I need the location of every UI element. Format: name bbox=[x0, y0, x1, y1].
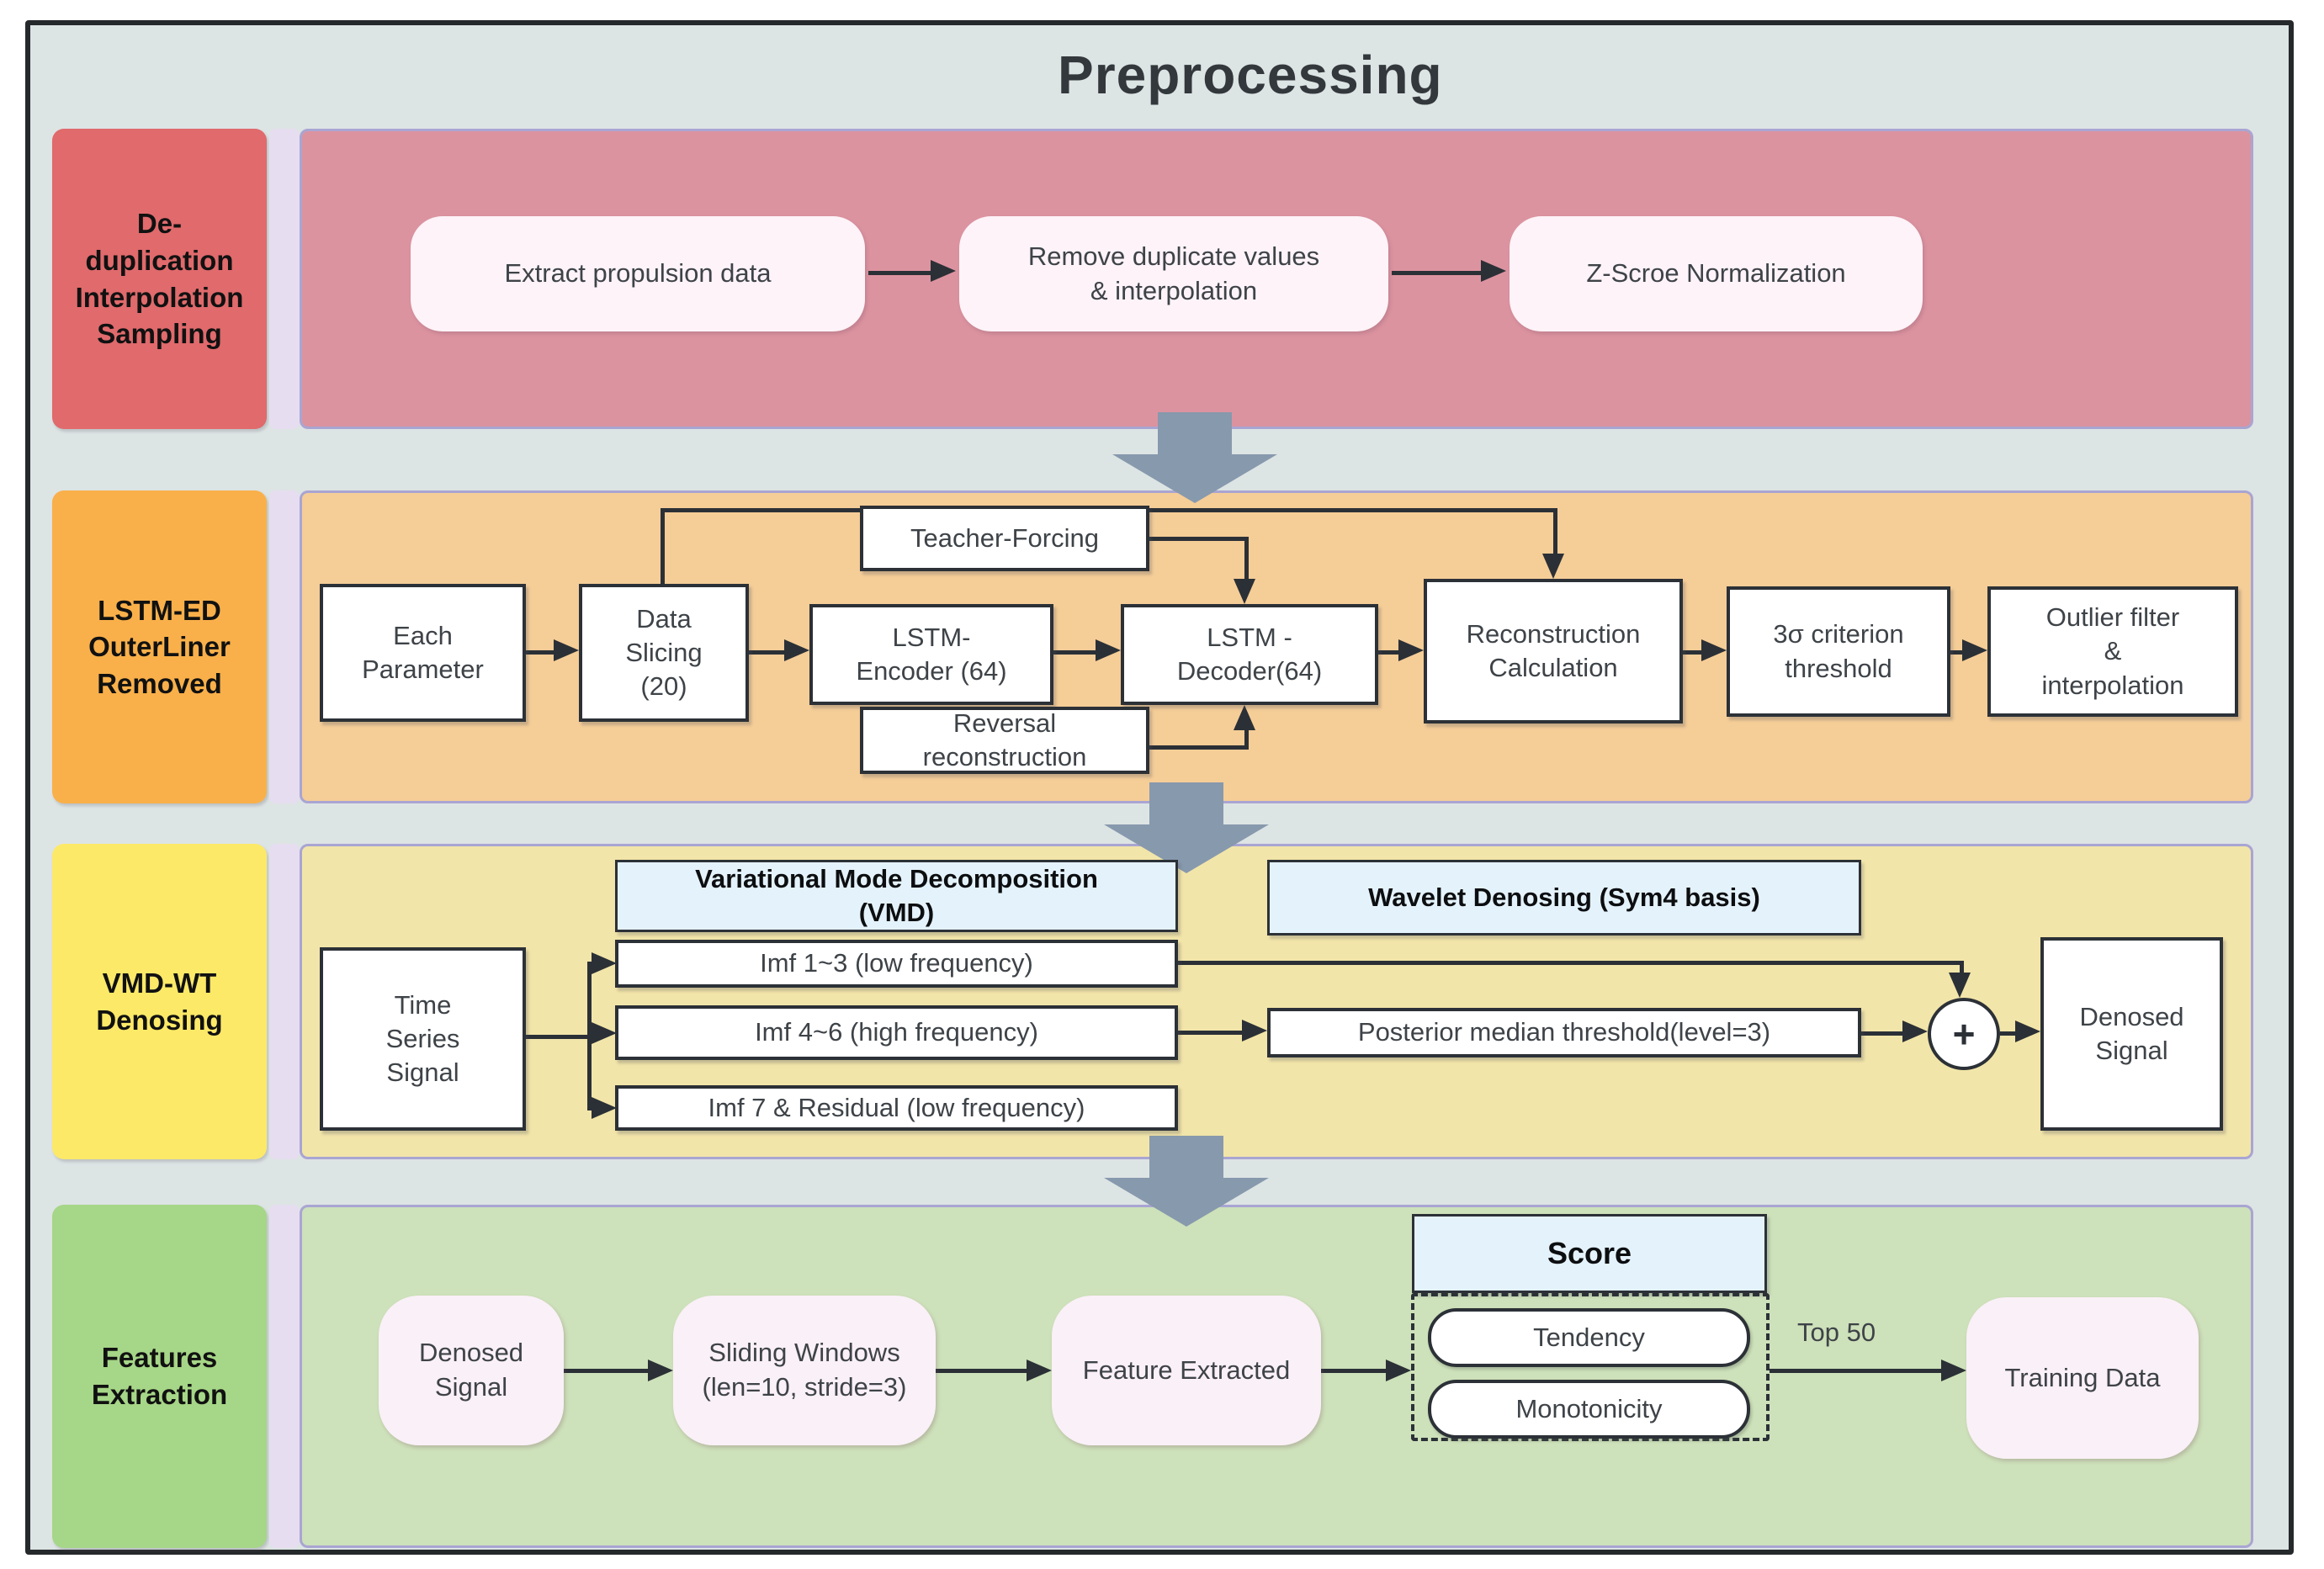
arrow-param-to-slicing-line bbox=[526, 650, 554, 655]
arrow-slicing-to-encoder-line bbox=[749, 650, 784, 655]
arrow-criterion-to-outlier-head bbox=[1962, 639, 1987, 661]
box-zscore-normalization: Z-Scroe Normalization bbox=[1510, 216, 1923, 331]
arrow-encoder-to-decoder-head bbox=[1096, 639, 1121, 661]
arrow-score-to-training-head bbox=[1941, 1360, 1966, 1381]
box-data-slicing: Data Slicing (20) bbox=[579, 584, 749, 722]
arrow-decoder-to-recon-head bbox=[1398, 639, 1424, 661]
header-vmd: Variational Mode Decomposition (VMD) bbox=[615, 860, 1178, 932]
arrow-remove-to-zscore-head bbox=[1481, 260, 1506, 282]
arrow-extract-to-remove-line bbox=[868, 271, 931, 275]
skip-line-up bbox=[661, 508, 665, 586]
box-sliding-windows: Sliding Windows (len=10, stride=3) bbox=[673, 1296, 936, 1445]
block-down-arrow-2 bbox=[1104, 782, 1269, 873]
arrow-score-to-training-line bbox=[1770, 1369, 1941, 1373]
plus-summation-node: + bbox=[1928, 998, 2000, 1070]
plus-to-denosed-line bbox=[2000, 1031, 2015, 1036]
reversal-line-h bbox=[1149, 745, 1249, 750]
dedup-strip bbox=[269, 129, 300, 429]
block-down-arrow-1 bbox=[1112, 412, 1277, 503]
arrow-recon-to-criterion-line bbox=[1683, 650, 1701, 655]
arrow-sliding-to-feature-head bbox=[1027, 1360, 1052, 1381]
score-dashed-group bbox=[1411, 1293, 1770, 1441]
imf13-to-plus-head bbox=[1949, 973, 1971, 998]
box-lstm-decoder: LSTM - Decoder(64) bbox=[1121, 604, 1378, 705]
imf13-to-plus-line-v bbox=[1960, 961, 1964, 974]
box-tendency: Tendency bbox=[1428, 1308, 1750, 1367]
box-denosed-signal-vmd: Denosed Signal bbox=[2040, 937, 2223, 1131]
branch-imf46-head bbox=[592, 1022, 617, 1044]
teacher-forcing-head bbox=[1234, 579, 1255, 604]
skip-line-head bbox=[1542, 554, 1564, 579]
row-label-deduplication: De- duplication Interpolation Sampling bbox=[52, 129, 267, 429]
vmd-strip bbox=[269, 844, 300, 1159]
box-training-data: Training Data bbox=[1966, 1297, 2199, 1459]
arrow-decoder-to-recon-line bbox=[1378, 650, 1398, 655]
block-down-arrow-3 bbox=[1104, 1136, 1269, 1227]
box-teacher-forcing: Teacher-Forcing bbox=[860, 506, 1149, 571]
box-reconstruction-calculation: Reconstruction Calculation bbox=[1424, 579, 1683, 724]
box-monotonicity: Monotonicity bbox=[1428, 1380, 1750, 1439]
posterior-to-plus-line bbox=[1861, 1031, 1902, 1036]
arrow-feature-to-score-line bbox=[1321, 1369, 1386, 1373]
box-posterior-median-threshold: Posterior median threshold(level=3) bbox=[1267, 1008, 1861, 1057]
row-label-vmd-wt: VMD-WT Denosing bbox=[52, 844, 267, 1159]
arrow-denosed-to-sliding-line bbox=[564, 1369, 648, 1373]
arrow-criterion-to-outlier-line bbox=[1950, 650, 1962, 655]
box-time-series-signal: Time Series Signal bbox=[320, 947, 526, 1131]
lstm-strip bbox=[269, 490, 300, 803]
arrow-encoder-to-decoder-line bbox=[1053, 650, 1096, 655]
arrow-recon-to-criterion-head bbox=[1701, 639, 1727, 661]
teacher-forcing-line-v bbox=[1244, 537, 1249, 579]
box-each-parameter: Each Parameter bbox=[320, 584, 526, 722]
box-imf-7-residual: Imf 7 & Residual (low frequency) bbox=[615, 1085, 1178, 1131]
arrow-denosed-to-sliding-head bbox=[648, 1360, 673, 1381]
posterior-to-plus-head bbox=[1902, 1020, 1928, 1042]
teacher-forcing-line-h bbox=[1149, 537, 1249, 541]
skip-line-down bbox=[1553, 508, 1557, 554]
branch-imf7-head bbox=[592, 1097, 617, 1119]
arrow-remove-to-zscore-line bbox=[1392, 271, 1481, 275]
header-score: Score bbox=[1412, 1214, 1767, 1293]
box-denosed-signal-features: Denosed Signal bbox=[379, 1296, 564, 1445]
imf46-to-posterior-head bbox=[1242, 1020, 1267, 1042]
box-lstm-encoder: LSTM- Encoder (64) bbox=[809, 604, 1053, 705]
branch-imf13-head bbox=[592, 952, 617, 974]
page-title: Preprocessing bbox=[1058, 45, 1443, 105]
imf13-to-plus-line-h bbox=[1178, 961, 1963, 965]
box-imf-1-3: Imf 1~3 (low frequency) bbox=[615, 940, 1178, 988]
box-criterion-threshold: 3σ criterion threshold bbox=[1727, 586, 1950, 717]
box-remove-duplicate: Remove duplicate values & interpolation bbox=[959, 216, 1388, 331]
arrow-sliding-to-feature-line bbox=[936, 1369, 1027, 1373]
arrow-param-to-slicing-head bbox=[554, 639, 579, 661]
box-feature-extracted: Feature Extracted bbox=[1052, 1296, 1321, 1445]
box-outlier-filter: Outlier filter & interpolation bbox=[1987, 586, 2238, 717]
box-imf-4-6: Imf 4~6 (high frequency) bbox=[615, 1005, 1178, 1060]
reversal-head bbox=[1234, 705, 1255, 730]
box-reversal-reconstruction: Reversal reconstruction bbox=[860, 707, 1149, 774]
imf46-to-posterior-line bbox=[1178, 1031, 1242, 1035]
arrow-extract-to-remove-head bbox=[931, 260, 956, 282]
reversal-line-v bbox=[1244, 730, 1249, 750]
timeseries-branch-v bbox=[587, 962, 592, 1110]
row-label-features: Features Extraction bbox=[52, 1205, 267, 1548]
box-extract-propulsion-data: Extract propulsion data bbox=[411, 216, 865, 331]
top50-label: Top 50 bbox=[1797, 1317, 1876, 1347]
row-label-lstm-ed: LSTM-ED OuterLiner Removed bbox=[52, 490, 267, 803]
arrow-slicing-to-encoder-head bbox=[784, 639, 809, 661]
plus-to-denosed-head bbox=[2015, 1020, 2040, 1042]
arrow-feature-to-score-head bbox=[1386, 1360, 1411, 1381]
timeseries-branch-h bbox=[526, 1035, 589, 1039]
features-strip bbox=[269, 1205, 300, 1548]
header-wavelet-denosing: Wavelet Denosing (Sym4 basis) bbox=[1267, 860, 1861, 936]
